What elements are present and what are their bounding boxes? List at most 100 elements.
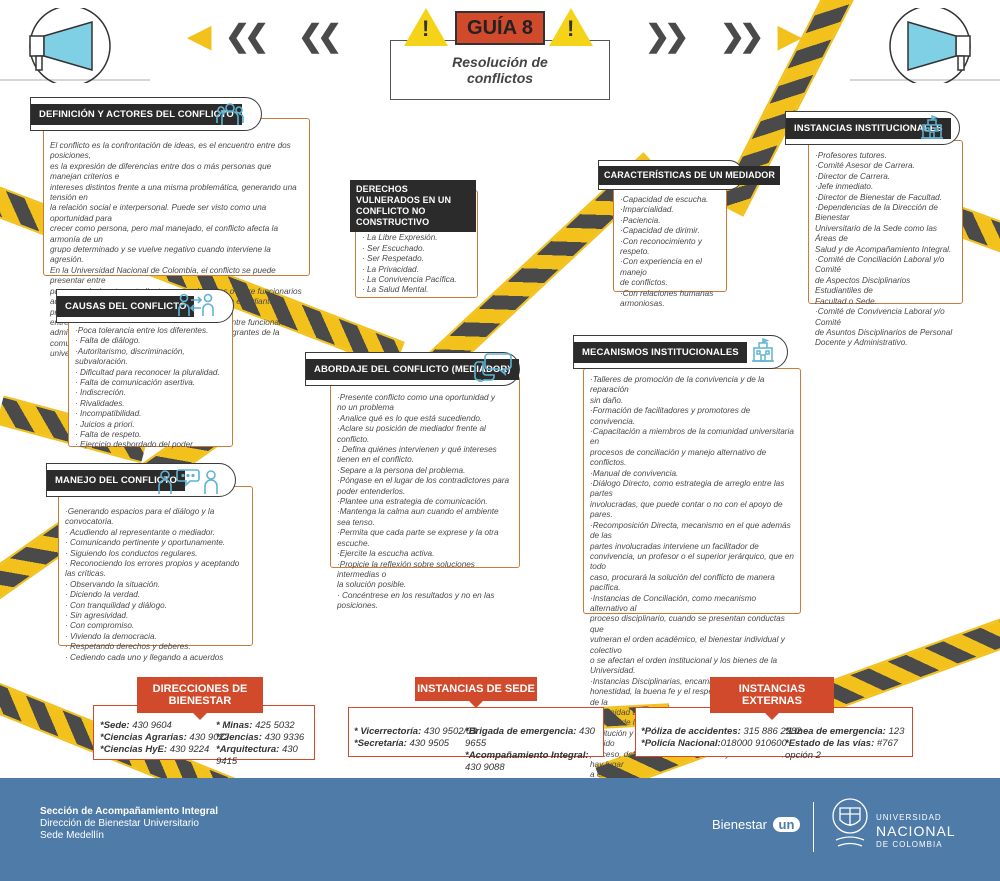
causas-card: ·Poca tolerancia entre los diferentes. ·… xyxy=(68,305,233,449)
chevrons-right-icon: ❯❯ xyxy=(720,20,764,53)
bienestar-logo: Bienestar un xyxy=(712,817,801,832)
dialogue-people-icon xyxy=(158,469,218,494)
contact-value: 430 9224 xyxy=(167,744,210,755)
contact-label: *Ciencias Agrarias: xyxy=(100,732,187,743)
caracteristicas-text: ·Capacidad de escucha. ·Imparcialidad. ·… xyxy=(620,195,714,309)
contact-value: 430 9655 xyxy=(465,726,595,749)
contact-label: *Acompañamiento Integral: xyxy=(465,750,589,761)
contact-label: *Póliza de accidentes: xyxy=(641,726,741,737)
instancias-card: ·Profesores tutores. ·Comité Asesor de C… xyxy=(808,140,963,347)
university-line: DE COLOMBIA xyxy=(876,840,943,849)
group-people-icon xyxy=(216,103,244,125)
exchange-people-icon xyxy=(178,293,214,316)
contact-value: 430 9505 xyxy=(406,738,450,749)
contact-value: 430 9336 xyxy=(261,732,305,743)
contact-label: *Línea de emergencia: xyxy=(785,726,886,737)
building-icon xyxy=(752,338,774,362)
warning-icon: ! xyxy=(404,8,448,46)
contact-label: *Ciencias HyE: xyxy=(100,744,168,755)
footer-line: Sección de Acompañamiento Integral xyxy=(40,806,219,817)
caracteristicas-card: ·Capacidad de escucha. ·Imparcialidad. ·… xyxy=(613,172,727,308)
contact-value: 430 9415 xyxy=(216,744,298,767)
building-icon xyxy=(921,115,943,139)
chevrons-left-icon: ◀ xyxy=(188,20,211,53)
contact-value: 425 5032 xyxy=(252,720,295,731)
abordaje-card: ·Presente conflicto como una oportunidad… xyxy=(330,376,520,610)
manejo-title: MANEJO DEL CONFLICTO xyxy=(47,470,185,491)
abordaje-text: ·Presente conflicto como una oportunidad… xyxy=(337,393,510,611)
contact-value: 123 xyxy=(885,726,905,737)
definicion-card: El conflicto es la confrontación de idea… xyxy=(43,118,310,358)
contact-value: 430 9502/03 xyxy=(421,726,477,737)
contact-row: *Póliza de accidentes: 315 886 2282 xyxy=(641,726,802,738)
mecanismos-card: ·Talleres de promoción de la convivencia… xyxy=(583,368,801,779)
contact-label: * Minas: xyxy=(216,720,253,731)
manejo-text: ·Generando espacios para el diálogo y la… xyxy=(65,507,240,662)
page-title: Resolución de conflictos xyxy=(390,54,610,86)
contact-value: 430 9022 xyxy=(186,732,230,743)
chevrons-right-icon: ❯❯ xyxy=(645,20,689,53)
footer-line: Sede Medellín xyxy=(40,830,104,841)
contact-row: *Línea de emergencia: 123 xyxy=(785,726,912,738)
manejo-card: ·Generando espacios para el diálogo y la… xyxy=(58,486,253,662)
contact-row: *Ciencias: 430 9336 xyxy=(216,732,314,744)
externas-contacts-title: INSTANCIAS EXTERNAS xyxy=(710,677,834,720)
footer: Sección de Acompañamiento Integral Direc… xyxy=(0,778,1000,881)
contact-value: 315 886 2282 xyxy=(740,726,802,737)
university-name: UNIVERSIDAD NACIONAL DE COLOMBIA xyxy=(876,812,956,851)
contact-label: *Arquitectura: xyxy=(216,744,280,755)
chevrons-right-icon: ▶ xyxy=(778,20,801,53)
contact-label: *Brigada de emergencia: xyxy=(465,726,577,737)
chevrons-left-icon: ❮❮ xyxy=(298,20,342,53)
contact-row: *Acompañamiento Integral: 430 9088 xyxy=(465,750,603,774)
footer-line: Dirección de Bienestar Universitario xyxy=(40,818,199,829)
contact-row: *Estado de las vías: #767 opción 2 xyxy=(785,738,912,762)
derechos-title-line: DERECHOS VULNERADOS EN UN xyxy=(356,184,452,205)
university-line: UNIVERSIDAD xyxy=(876,813,942,822)
derechos-title-line: CONFLICTO NO CONSTRUCTIVO xyxy=(356,206,430,227)
contact-row: * Vicerrectoría: 430 9502/03 xyxy=(354,726,477,738)
divider xyxy=(813,802,814,852)
contact-label: *Estado de las vías: xyxy=(785,738,875,749)
contact-row: *Ciencias Agrarias: 430 9022 xyxy=(100,732,229,744)
contact-row: * Minas: 425 5032 xyxy=(216,720,314,732)
contact-label: *Policía Nacional: xyxy=(641,738,721,749)
university-shield-icon xyxy=(832,798,868,847)
mecanismos-title: MECANISMOS INSTITUCIONALES xyxy=(574,342,747,363)
contact-value: 018000 910600 xyxy=(720,738,787,749)
contact-value: #767 opción 2 xyxy=(785,738,899,761)
warning-icon: ! xyxy=(549,8,593,46)
caracteristicas-title: CARACTERÍSTICAS DE UN MEDIADOR xyxy=(599,166,781,185)
instancias-title: INSTANCIAS INSTITUCIONALES xyxy=(786,118,951,139)
megaphone-right-icon xyxy=(850,8,1000,83)
externas-contacts: *Póliza de accidentes: 315 886 2282 *Pol… xyxy=(635,707,913,761)
causas-text: ·Poca tolerancia entre los diferentes. ·… xyxy=(75,326,220,450)
megaphone-left-icon xyxy=(0,8,150,83)
contact-row: *Sede: 430 9604 xyxy=(100,720,229,732)
instancias-text: ·Profesores tutores. ·Comité Asesor de C… xyxy=(815,151,953,348)
definicion-title: DEFINICIÓN Y ACTORES DEL CONFLICTO xyxy=(31,104,242,125)
university-line: NACIONAL xyxy=(876,823,956,839)
sede-contacts-title: INSTANCIAS DE SEDE xyxy=(415,677,537,708)
chevrons-left-icon: ❮❮ xyxy=(225,20,269,53)
contact-row: *Ciencias HyE: 430 9224 xyxy=(100,744,229,756)
un-logo-mark: un xyxy=(772,817,801,832)
contact-label: *Sede: xyxy=(100,720,130,731)
contact-row: *Policía Nacional:018000 910600 xyxy=(641,738,802,750)
contact-value: 430 9088 xyxy=(465,762,505,773)
contact-label: *Ciencias: xyxy=(216,732,262,743)
contact-row: *Secretaría: 430 9505 xyxy=(354,738,477,750)
contact-value: 430 9604 xyxy=(129,720,172,731)
abordaje-title: ABORDAJE DEL CONFLICTO (MEDIADOR) xyxy=(306,359,519,380)
bienestar-contacts-title: DIRECCIONES DE BIENESTAR xyxy=(137,677,263,720)
contact-row: *Brigada de emergencia: 430 9655 xyxy=(465,726,603,750)
page-title-line: Resolución de xyxy=(452,54,548,70)
derechos-title: DERECHOS VULNERADOS EN UN CONFLICTO NO C… xyxy=(350,180,476,232)
bienestar-wordmark: Bienestar xyxy=(712,817,767,832)
causas-title: CAUSAS DEL CONFLICTO xyxy=(57,296,195,317)
contact-row: *Arquitectura: 430 9415 xyxy=(216,744,314,768)
speech-bubbles-icon xyxy=(474,353,512,382)
contact-label: * Vicerrectoría: xyxy=(354,726,422,737)
guide-label: GUÍA 8 xyxy=(455,11,545,45)
page-title-line: conflictos xyxy=(466,70,534,86)
